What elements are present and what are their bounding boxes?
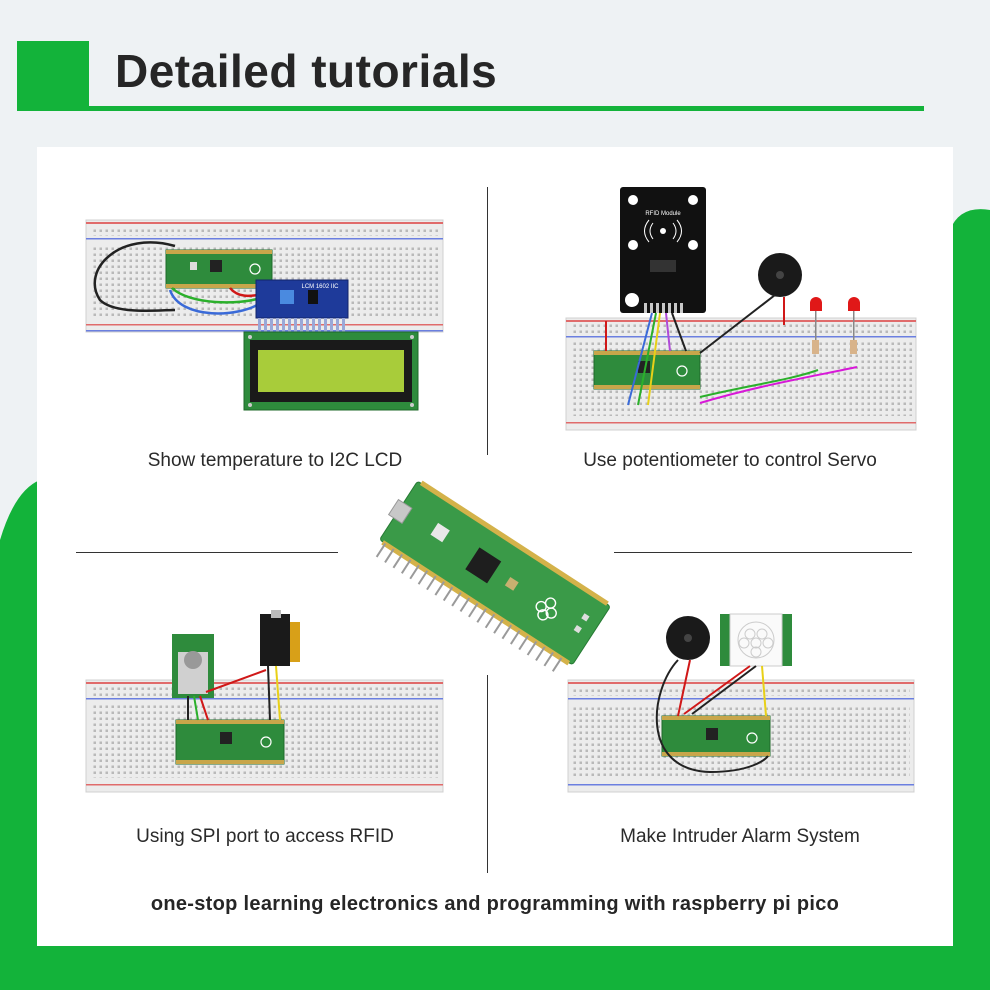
- header-accent-square: [17, 41, 89, 111]
- alarm-circuit-illustration: [567, 613, 915, 793]
- resistor-1: [812, 340, 819, 354]
- rfid-module-label: RFID Module: [645, 211, 681, 217]
- divider-vertical-top: [487, 187, 488, 455]
- caption-lcd: Show temperature to I2C LCD: [147, 450, 403, 471]
- raspberry-pi-pico-board: [375, 480, 610, 672]
- page-title: Detailed tutorials: [115, 45, 498, 97]
- footer-tagline: one-stop learning electronics and progra…: [150, 893, 840, 915]
- header-underline: [17, 106, 924, 111]
- divider-horizontal-right: [614, 552, 912, 553]
- led-red-2: [848, 297, 860, 311]
- lcd-circuit-illustration: LCM 1602 IIC: [85, 219, 444, 411]
- resistor-2: [850, 340, 857, 354]
- lcd-module-label: LCM 1602 IIC: [301, 284, 339, 290]
- rfid-circuit-illustration: RFID Module: [565, 187, 917, 431]
- divider-vertical-bottom: [487, 675, 488, 873]
- caption-servo: Use potentiometer to control Servo: [583, 450, 877, 471]
- servo: [260, 614, 290, 666]
- divider-horizontal-left: [76, 552, 338, 553]
- caption-alarm: Make Intruder Alarm System: [620, 826, 860, 847]
- rfid-module: [620, 187, 706, 313]
- caption-rfid: Using SPI port to access RFID: [136, 826, 394, 847]
- spi-circuit-illustration: [85, 610, 444, 793]
- led-red-1: [810, 297, 822, 311]
